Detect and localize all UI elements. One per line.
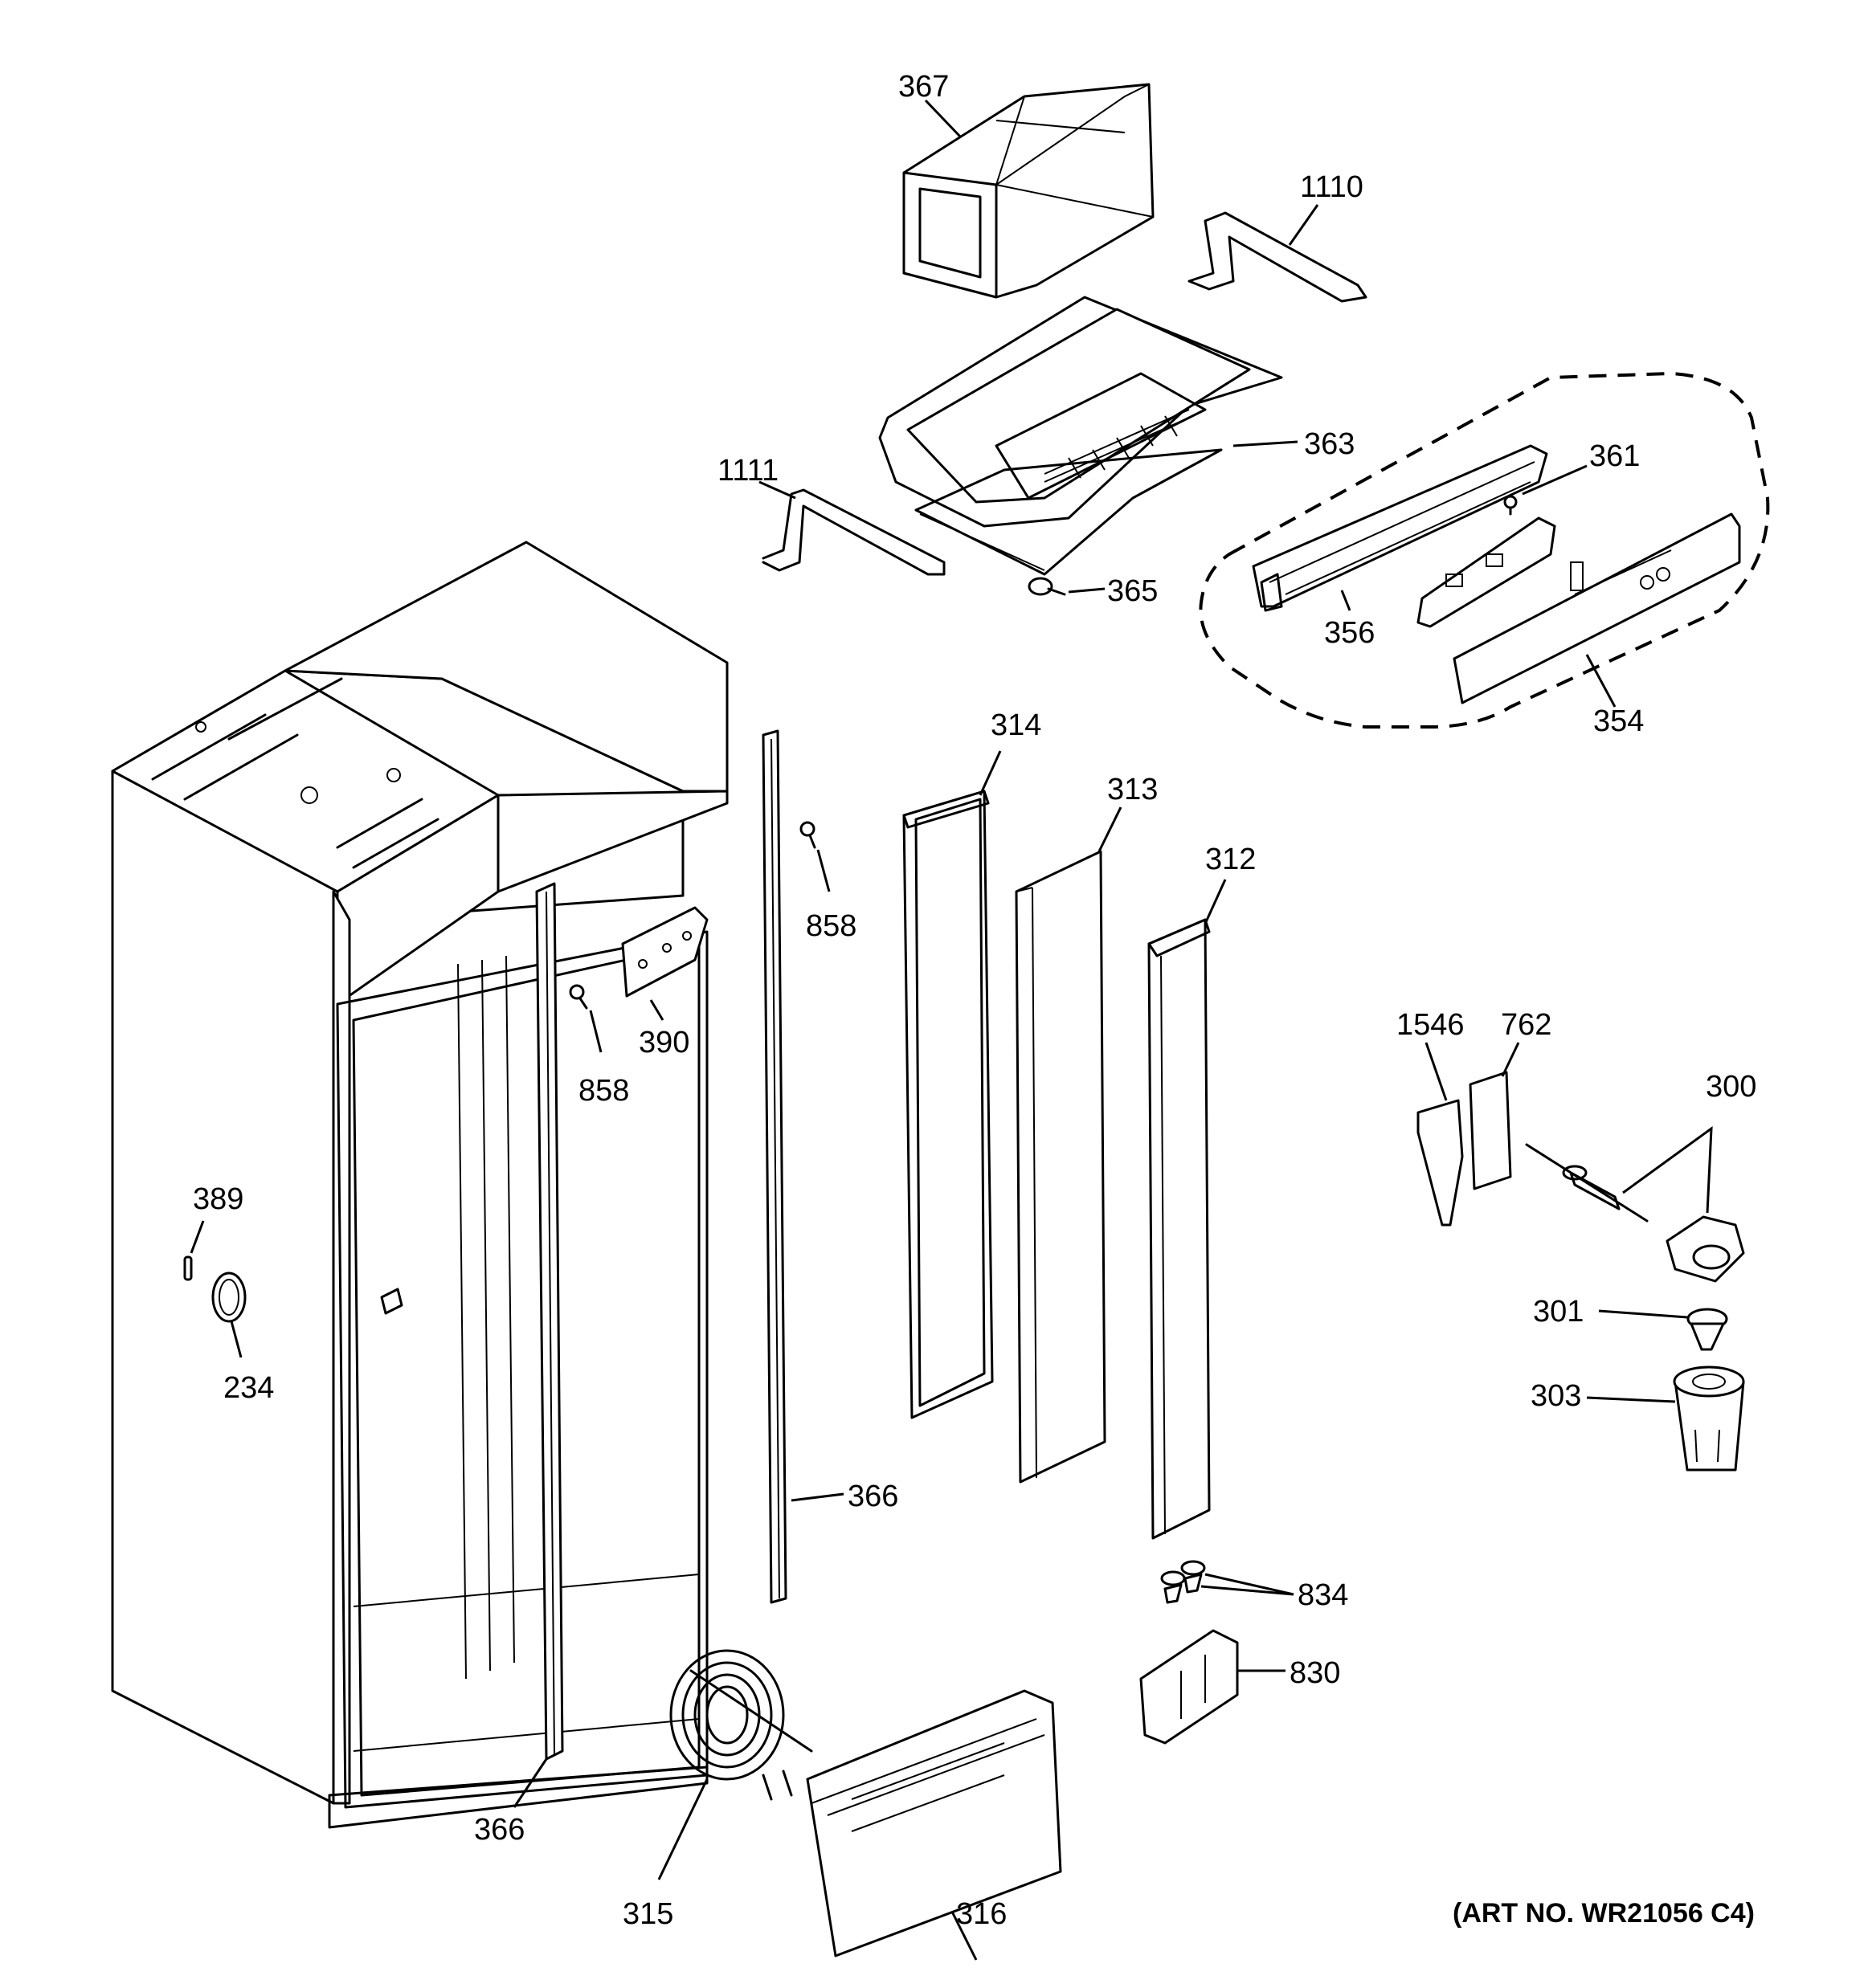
part-354-control-board	[1416, 516, 1556, 628]
leader-300	[1622, 1125, 1713, 1214]
callout-356: 356	[1324, 616, 1375, 650]
leader-312	[1204, 879, 1227, 925]
callout-315: 315	[623, 1897, 673, 1931]
callout-366a: 366	[848, 1480, 898, 1513]
part-830-bracket	[1139, 1629, 1239, 1745]
part-356-control-housing	[1252, 444, 1548, 612]
part-834-feet	[1160, 1560, 1206, 1604]
part-366-trim-right	[762, 729, 787, 1604]
part-354-control-panel-faceplate	[1453, 512, 1741, 704]
part-390-hinge-plate	[621, 906, 709, 998]
callout-366b: 366	[474, 1813, 525, 1847]
leader-356	[1340, 590, 1351, 611]
part-300-filter-head	[1525, 1143, 1745, 1283]
part-367-duct	[902, 83, 1155, 299]
callout-314: 314	[991, 708, 1041, 742]
part-1111-bracket	[762, 488, 946, 576]
leader-354	[1585, 654, 1617, 708]
part-313-panel	[1015, 850, 1106, 1484]
part-1110-bracket	[1187, 211, 1367, 303]
callout-363: 363	[1304, 427, 1355, 461]
leader-313	[1098, 806, 1122, 852]
part-314-panel	[902, 790, 994, 1419]
case-handle-recess	[380, 1288, 403, 1315]
leader-1111	[758, 480, 796, 500]
leader-316	[950, 1911, 978, 1961]
part-301-filter-cap	[1686, 1308, 1728, 1351]
callout-858a: 858	[806, 909, 856, 943]
callout-762: 762	[1501, 1008, 1551, 1042]
leader-762	[1501, 1042, 1520, 1077]
top-vent-slots	[151, 677, 439, 869]
callout-367: 367	[898, 70, 949, 104]
leader-303	[1586, 1396, 1676, 1403]
part-1546-bracket	[1416, 1099, 1464, 1227]
leader-365	[1068, 587, 1106, 594]
leader-366a	[791, 1492, 844, 1502]
part-762-foam-block	[1469, 1071, 1512, 1190]
part-365-clip	[1028, 577, 1066, 596]
leader-315	[657, 1778, 709, 1880]
callout-858b: 858	[578, 1074, 629, 1108]
callout-301: 301	[1533, 1295, 1584, 1329]
part-858-screw-a	[569, 984, 588, 1010]
callout-830: 830	[1290, 1656, 1340, 1690]
callout-361: 361	[1589, 439, 1640, 473]
callout-1110: 1110	[1300, 170, 1363, 204]
callout-389: 389	[193, 1182, 243, 1216]
part-234-vent	[211, 1272, 247, 1323]
leader-366b	[513, 1758, 548, 1808]
part-366-trim-left	[535, 882, 564, 1761]
callout-303: 303	[1531, 1379, 1581, 1413]
callout-354: 354	[1593, 704, 1644, 738]
leader-367	[924, 99, 962, 138]
callout-365: 365	[1107, 574, 1158, 608]
leader-834	[1200, 1573, 1294, 1596]
callout-300: 300	[1706, 1070, 1756, 1104]
leader-858b	[816, 849, 831, 892]
leader-234	[230, 1321, 243, 1358]
callout-316: 316	[956, 1897, 1007, 1931]
part-354-group-outline	[1199, 371, 1770, 729]
leader-1546	[1425, 1042, 1448, 1101]
callout-1111: 1111	[717, 454, 779, 488]
part-refrigerator-case	[111, 541, 729, 1829]
callout-834: 834	[1298, 1578, 1348, 1612]
leader-390	[649, 999, 664, 1021]
leader-363	[1232, 440, 1298, 447]
callout-390: 390	[639, 1026, 689, 1059]
part-312-panel	[1147, 918, 1211, 1540]
leader-1110	[1288, 204, 1319, 246]
part-363-tray	[878, 296, 1283, 576]
callout-1546: 1546	[1396, 1008, 1465, 1042]
leader-314	[979, 750, 1002, 796]
callout-312: 312	[1205, 843, 1256, 876]
part-315-condenser-coil	[669, 1649, 813, 1801]
leader-301	[1598, 1309, 1688, 1319]
part-858-screw-b	[799, 821, 816, 849]
callout-313: 313	[1107, 773, 1158, 806]
part-316-grille	[806, 1689, 1062, 1957]
part-389-plug	[183, 1255, 193, 1281]
part-361-screw	[1503, 495, 1518, 516]
part-303-filter-cartridge	[1673, 1365, 1745, 1472]
leader-858a	[589, 1010, 603, 1053]
art-number: (ART NO. WR21056 C4)	[1453, 1898, 1755, 1929]
leader-361	[1522, 464, 1588, 496]
callout-234: 234	[223, 1371, 274, 1405]
leader-389	[190, 1220, 205, 1254]
